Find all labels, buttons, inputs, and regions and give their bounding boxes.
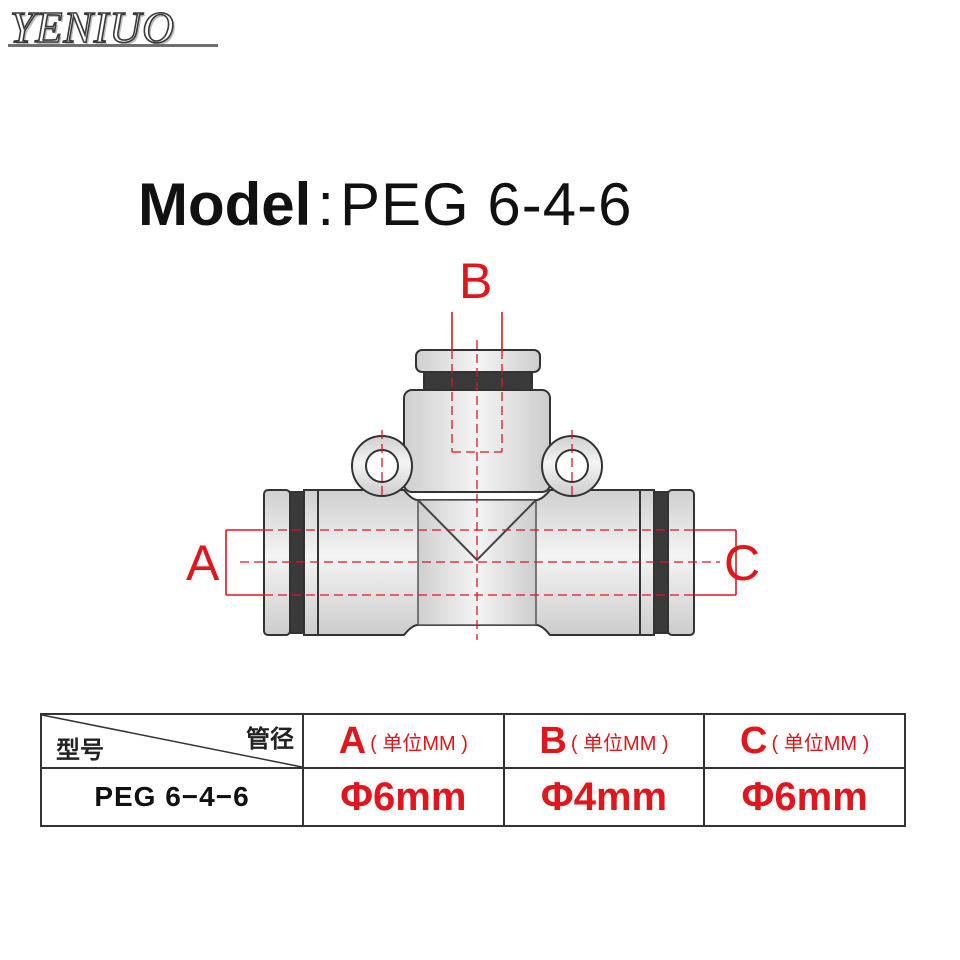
port-b-label: B [459, 253, 492, 309]
table-row: PEG 6−4−6 Φ6mm Φ4mm Φ6mm [40, 767, 906, 827]
dimension-lines [225, 312, 737, 596]
column-b-unit: ( 单位MM ) [570, 732, 669, 755]
column-c-unit: ( 单位MM ) [771, 732, 870, 755]
corner-cell: 管径 型号 [40, 713, 304, 769]
column-c-letter: C [740, 719, 768, 762]
top-collet [415, 349, 541, 373]
row-value-c: Φ6mm [703, 767, 906, 827]
corner-label-model: 型号 [56, 737, 104, 764]
port-a-label: A [186, 535, 220, 591]
row-model: PEG 6−4−6 [40, 767, 304, 827]
column-b-letter: B [539, 719, 567, 762]
row-value-b: Φ4mm [502, 767, 706, 827]
column-header-b: B( 单位MM ) [502, 713, 706, 769]
column-header-a: A( 单位MM ) [302, 713, 505, 769]
port-c-label: C [724, 535, 760, 591]
column-a-letter: A [338, 719, 367, 762]
corner-diagonal [41, 714, 303, 768]
top-oring [423, 371, 533, 391]
brand-underline [8, 44, 218, 47]
spec-table-header: 管径 型号 A( 单位MM ) B( 单位MM ) C( 单位MM ) [40, 713, 906, 769]
center-lines [240, 340, 720, 640]
spec-table: 管径 型号 A( 单位MM ) B( 单位MM ) C( 单位MM ) PEG … [40, 713, 906, 827]
row-value-a: Φ6mm [302, 767, 505, 827]
model-key: Model [138, 171, 312, 238]
tee-fitting-diagram: B A C [186, 253, 760, 640]
center-chevron [417, 499, 537, 562]
model-separator: : [317, 171, 334, 238]
model-title: Model:PEG 6-4-6 [138, 170, 632, 239]
column-header-c: C( 单位MM ) [703, 713, 906, 769]
model-value: PEG 6-4-6 [340, 171, 633, 238]
column-a-unit: ( 单位MM ) [370, 732, 468, 755]
corner-label-diameter: 管径 [246, 726, 294, 753]
top-branch [403, 349, 551, 493]
